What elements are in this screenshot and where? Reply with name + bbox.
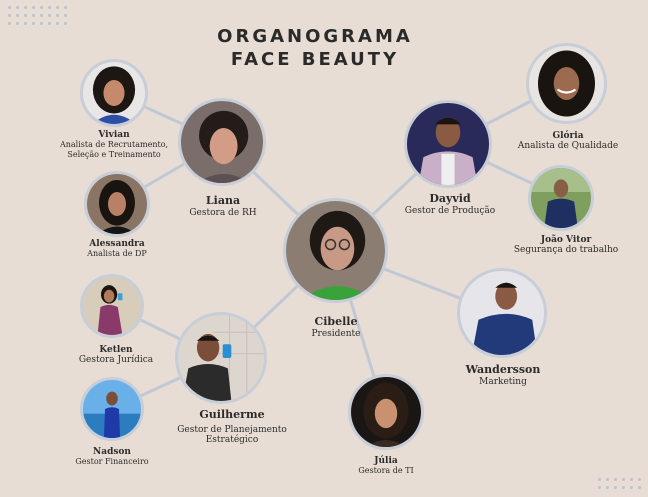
decorative-dot-grid-top <box>8 6 67 25</box>
role-guilherme: Gestor de Planejamento Estratégico <box>177 424 287 445</box>
avatar-guilherme <box>175 312 267 404</box>
avatar-cibelle <box>283 198 388 303</box>
name-ketlen: Ketlen <box>99 345 133 355</box>
avatar-dayvid <box>404 100 492 188</box>
label-wandersson: Wandersson Marketing <box>448 363 558 387</box>
label-alessandra: Alessandra Analista de DP <box>66 239 168 259</box>
name-cibelle: Cibelle <box>314 315 358 328</box>
name-alessandra: Alessandra <box>89 239 145 249</box>
label-gloria: Glória Analista de Qualidade <box>512 131 624 152</box>
avatar-wandersson <box>457 268 547 358</box>
label-joao-vitor: João Vitor Segurança do trabalho <box>506 235 626 256</box>
label-cibelle: Cibelle Presidente <box>290 315 382 339</box>
avatar-julia <box>348 374 424 450</box>
label-guilherme: Guilherme Gestor de Planejamento Estraté… <box>176 408 288 445</box>
role-cibelle: Presidente <box>311 328 361 339</box>
name-gloria: Glória <box>552 131 584 141</box>
name-dayvid: Dayvid <box>429 192 471 205</box>
label-julia: Júlia Gestora de TI <box>338 456 434 476</box>
role-vivian: Analista de Recrutamento, Seleção e Trei… <box>59 140 169 159</box>
avatar-ketlen <box>80 274 144 338</box>
name-julia: Júlia <box>374 456 398 466</box>
avatar-nadson <box>80 377 144 441</box>
avatar-joao-vitor <box>528 165 594 231</box>
label-liana: Liana Gestora de RH <box>172 194 274 218</box>
label-nadson: Nadson Gestor Financeiro <box>62 447 162 467</box>
role-julia: Gestora de TI <box>358 466 414 476</box>
role-liana: Gestora de RH <box>189 207 257 218</box>
avatar-gloria <box>526 43 607 124</box>
name-liana: Liana <box>205 194 241 207</box>
title-line-2: FACE BEAUTY <box>230 49 400 70</box>
label-vivian: Vivian Analista de Recrutamento, Seleção… <box>58 130 170 159</box>
name-joao-vitor: João Vitor <box>540 235 592 245</box>
name-wandersson: Wandersson <box>465 363 541 376</box>
role-gloria: Analista de Qualidade <box>517 141 619 152</box>
role-alessandra: Analista de DP <box>87 249 147 259</box>
title-line-1: ORGANOGRAMA <box>217 26 413 47</box>
name-nadson: Nadson <box>93 447 131 457</box>
name-guilherme: Guilherme <box>199 408 265 421</box>
name-vivian: Vivian <box>98 130 130 140</box>
avatar-alessandra <box>84 171 150 237</box>
label-dayvid: Dayvid Gestor de Produção <box>395 192 505 216</box>
role-ketlen: Gestora Jurídica <box>78 355 154 366</box>
decorative-dot-grid-bottom <box>598 478 641 489</box>
label-ketlen: Ketlen Gestora Jurídica <box>64 345 168 366</box>
role-nadson: Gestor Financeiro <box>75 457 149 467</box>
avatar-vivian <box>80 59 148 127</box>
role-joao-vitor: Segurança do trabalho <box>513 245 619 256</box>
role-dayvid: Gestor de Produção <box>404 205 496 216</box>
avatar-liana <box>178 98 266 186</box>
role-wandersson: Marketing <box>479 376 527 387</box>
